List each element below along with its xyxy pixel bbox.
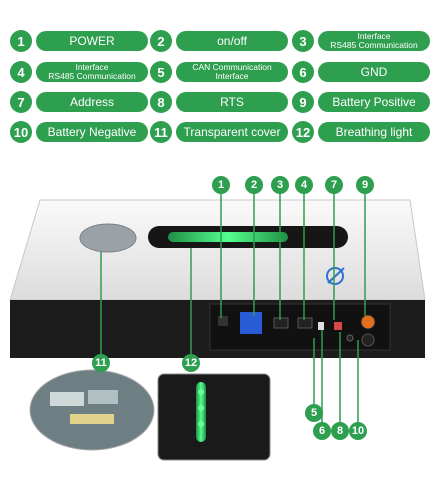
legend-number: 8 [150,91,172,113]
legend-item-3: 3 Interface RS485 Communication [292,30,432,52]
battery-product-illustration [9,192,426,461]
legend-number: 4 [10,61,32,83]
brand-logo [326,267,345,285]
legend-item-9: 9 Battery Positive [292,91,432,113]
legend-item-6: 6 GND [292,61,432,83]
legend-item-8: 8 RTS [150,91,290,113]
legend-item-7: 7 Address [10,91,150,113]
transparent-cover-window [79,223,137,253]
legend-label: POWER [36,31,148,51]
device-top [9,199,426,301]
callout-9: 9 [356,176,374,194]
legend-label: RTS [176,92,288,112]
callout-4: 4 [295,176,313,194]
legend-number: 12 [292,121,314,143]
legend-label: GND [318,62,430,82]
callout-8: 8 [331,422,349,440]
callout-10: 10 [349,422,367,440]
legend-label: Transparent cover [176,122,288,142]
legend-number: 3 [292,30,314,52]
legend-label: Battery Positive [318,92,430,112]
callout-7: 7 [325,176,343,194]
legend-number: 11 [150,121,172,143]
legend-number: 6 [292,61,314,83]
legend-item-12: 12 Breathing light [292,121,432,143]
legend-number: 10 [10,121,32,143]
legend-item-1: 1 POWER [10,30,150,52]
ports [218,312,376,347]
legend-number: 5 [150,61,172,83]
legend-label: Interface RS485 Communication [318,31,430,51]
callout-3: 3 [271,176,289,194]
legend-item-11: 11 Transparent cover [150,121,290,143]
legend-label: Battery Negative [36,122,148,142]
breathing-light [168,232,288,242]
legend-number: 7 [10,91,32,113]
on-off-switch [240,312,262,334]
legend-number: 1 [10,30,32,52]
legend-label: Breathing light [318,122,430,142]
legend-item-4: 4 Interface RS485 Communication [10,61,150,83]
callout-1: 1 [212,176,230,194]
legend: 1 POWER 2 on/off 3 Interface RS485 Commu… [0,0,432,150]
legend-number: 9 [292,91,314,113]
legend-label: Address [36,92,148,112]
callout-12: 12 [182,354,200,372]
legend-label: on/off [176,31,288,51]
transparent-cover-inset [29,369,155,451]
breathing-light-inset [157,373,271,461]
callout-6: 6 [313,422,331,440]
callout-11: 11 [92,354,110,372]
legend-label: Interface RS485 Communication [36,62,148,82]
legend-item-10: 10 Battery Negative [10,121,150,143]
legend-item-2: 2 on/off [150,30,290,52]
callout-5: 5 [305,404,323,422]
legend-label: CAN Communication Interface [176,62,288,82]
legend-number: 2 [150,30,172,52]
legend-item-5: 5 CAN Communication Interface [150,61,290,83]
leader-lines [100,192,366,428]
callout-2: 2 [245,176,263,194]
